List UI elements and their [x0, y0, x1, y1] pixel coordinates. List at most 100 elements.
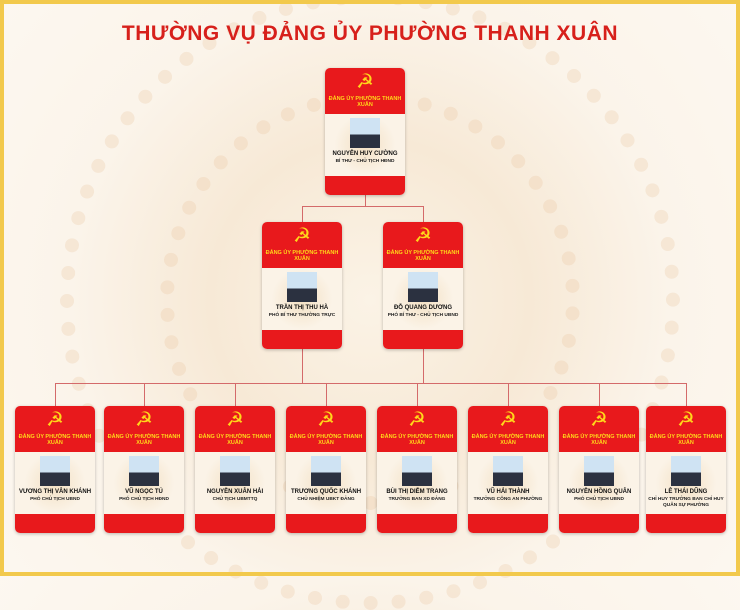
- connector-line: [302, 206, 303, 222]
- card-footer: [195, 514, 275, 533]
- card-footer: [468, 514, 548, 533]
- card-header: ☭ ĐẢNG ỦY PHƯỜNG THANH XUÂN: [195, 406, 275, 452]
- card-body: VƯƠNG THỊ VÂN KHÁNH PHÓ CHỦ TỊCH UBND: [15, 452, 95, 514]
- hammer-sickle-icon: ☭: [135, 409, 153, 431]
- connector-line: [423, 206, 424, 222]
- member-photo: [408, 272, 438, 302]
- hammer-sickle-icon: ☭: [499, 409, 517, 431]
- member-name: NGUYỄN HUY CƯỜNG: [332, 151, 398, 157]
- member-card: ☭ ĐẢNG ỦY PHƯỜNG THANH XUÂN BÙI THỊ DIỄM …: [377, 406, 457, 533]
- card-footer: [104, 514, 184, 533]
- member-role: PHÓ CHỦ TỊCH UBND: [30, 497, 80, 502]
- member-photo: [311, 456, 341, 486]
- member-name: BÙI THỊ DIỄM TRANG: [386, 489, 448, 495]
- member-role: BÍ THƯ - CHỦ TỊCH HĐND: [335, 159, 395, 164]
- member-card: ☭ĐẢNG ỦY PHƯỜNG THANH XUÂN LÊ THÁI DŨNG …: [646, 406, 726, 533]
- connector-line: [686, 383, 687, 406]
- org-label: ĐẢNG ỦY PHƯỜNG THANH XUÂN: [380, 434, 454, 446]
- member-card: ☭ ĐẢNG ỦY PHƯỜNG THANH XUÂN VŨ NGỌC TÚ PH…: [104, 406, 184, 533]
- connector-line: [365, 195, 366, 207]
- org-label: ĐẢNG ỦY PHƯỜNG THANH XUÂN: [18, 434, 92, 446]
- member-photo: [287, 272, 317, 302]
- hammer-sickle-icon: ☭: [317, 409, 335, 431]
- member-photo: [220, 456, 250, 486]
- hammer-sickle-icon: ☭: [293, 225, 311, 247]
- member-role: TRƯỞNG CÔNG AN PHƯỜNG: [473, 497, 543, 502]
- member-role: CHỦ NHIỆM UBKT ĐẢNG: [297, 497, 355, 502]
- org-label: ĐẢNG ỦY PHƯỜNG THANH XUÂN: [107, 434, 181, 446]
- member-photo: [584, 456, 614, 486]
- member-name: VŨ NGỌC TÚ: [125, 489, 163, 495]
- card-footer: [325, 176, 405, 195]
- card-header: ☭ ĐẢNG ỦY PHƯỜNG THANH XUÂN: [286, 406, 366, 452]
- member-photo: [402, 456, 432, 486]
- card-body: NGUYỄN HUY CƯỜNG BÍ THƯ - CHỦ TỊCH HĐND: [325, 114, 405, 176]
- connector-line: [326, 383, 327, 406]
- card-footer: [383, 330, 463, 349]
- member-card: ☭ ĐẢNG ỦY PHƯỜNG THANH XUÂN ĐỖ QUANG DƯƠN…: [383, 222, 463, 349]
- card-body: BÙI THỊ DIỄM TRANG TRƯỞNG BAN XD ĐẢNG: [377, 452, 457, 514]
- member-photo: [493, 456, 523, 486]
- card-body: VŨ HẢI THÀNH TRƯỞNG CÔNG AN PHƯỜNG: [468, 452, 548, 514]
- member-role: TRƯỞNG BAN XD ĐẢNG: [388, 497, 446, 502]
- card-header: ☭ ĐẢNG ỦY PHƯỜNG THANH XUÂN: [377, 406, 457, 452]
- card-header: ☭ ĐẢNG ỦY PHƯỜNG THANH XUÂN: [262, 222, 342, 268]
- member-role: PHÓ CHỦ TỊCH HĐND: [119, 497, 169, 502]
- hammer-sickle-icon: ☭: [356, 71, 374, 93]
- card-body: NGUYỄN XUÂN HẢI CHỦ TỊCH UBMTTQ: [195, 452, 275, 514]
- card-body: TRẦN THỊ THU HÀ PHÓ BÍ THƯ THƯỜNG TRỰC: [262, 268, 342, 330]
- connector-line: [599, 383, 600, 406]
- card-body: LÊ THÁI DŨNG CHỈ HUY TRƯỞNG BAN CHỈ HUY …: [646, 452, 726, 514]
- member-name: NGUYỄN HỒNG QUÂN: [566, 489, 632, 495]
- hammer-sickle-icon: ☭: [226, 409, 244, 431]
- card-body: NGUYỄN HỒNG QUÂN PHÓ CHỦ TỊCH UBND: [559, 452, 639, 514]
- connector-line: [144, 383, 145, 406]
- hammer-sickle-icon: ☭: [46, 409, 64, 431]
- card-header: ☭ ĐẢNG ỦY PHƯỜNG THANH XUÂN: [325, 68, 405, 114]
- org-label: ĐẢNG ỦY PHƯỜNG THANH XUÂN: [471, 434, 545, 446]
- member-role: PHÓ BÍ THƯ THƯỜNG TRỰC: [268, 313, 336, 318]
- card-footer: [559, 514, 639, 533]
- org-label: ĐẢNG ỦY PHƯỜNG THANH XUÂN: [265, 250, 339, 262]
- member-photo: [350, 118, 380, 148]
- card-header: ☭ ĐẢNG ỦY PHƯỜNG THANH XUÂN: [383, 222, 463, 268]
- page-title: THƯỜNG VỤ ĐẢNG ỦY PHƯỜNG THANH XUÂN: [121, 22, 619, 45]
- member-name: VŨ HẢI THÀNH: [486, 489, 530, 495]
- connector-line: [55, 383, 686, 384]
- member-name: TRƯƠNG QUỐC KHÁNH: [290, 489, 362, 495]
- member-name: LÊ THÁI DŨNG: [664, 489, 708, 495]
- member-card: ☭ ĐẢNG ỦY PHƯỜNG THANH XUÂN TRƯƠNG QUỐC K…: [286, 406, 366, 533]
- member-name: VƯƠNG THỊ VÂN KHÁNH: [18, 489, 92, 495]
- member-card: ☭ ĐẢNG ỦY PHƯỜNG THANH XUÂN NGUYỄN HỒNG Q…: [559, 406, 639, 533]
- card-footer: [646, 514, 726, 533]
- connector-line: [417, 383, 418, 406]
- org-label: ĐẢNG ỦY PHƯỜNG THANH XUÂN: [198, 434, 272, 446]
- member-card: ☭ ĐẢNG ỦY PHƯỜNG THANH XUÂN TRẦN THỊ THU …: [262, 222, 342, 349]
- hammer-sickle-icon: ☭: [677, 409, 695, 431]
- org-label: ĐẢNG ỦY PHƯỜNG THANH XUÂN: [562, 434, 636, 446]
- member-name: TRẦN THỊ THU HÀ: [275, 305, 329, 311]
- card-body: TRƯƠNG QUỐC KHÁNH CHỦ NHIỆM UBKT ĐẢNG: [286, 452, 366, 514]
- member-photo: [40, 456, 70, 486]
- card-header: ☭ ĐẢNG ỦY PHƯỜNG THANH XUÂN: [559, 406, 639, 452]
- card-header: ☭ĐẢNG ỦY PHƯỜNG THANH XUÂN: [646, 406, 726, 452]
- member-card: ☭ ĐẢNG ỦY PHƯỜNG THANH XUÂN VŨ HẢI THÀNH …: [468, 406, 548, 533]
- card-body: VŨ NGỌC TÚ PHÓ CHỦ TỊCH HĐND: [104, 452, 184, 514]
- org-label: ĐẢNG ỦY PHƯỜNG THANH XUÂN: [328, 96, 402, 108]
- card-footer: [286, 514, 366, 533]
- org-label: ĐẢNG ỦY PHƯỜNG THANH XUÂN: [289, 434, 363, 446]
- member-photo: [129, 456, 159, 486]
- member-role: CHỈ HUY TRƯỞNG BAN CHỈ HUY QUÂN SỰ PHƯỜN…: [648, 497, 724, 508]
- connector-line: [55, 383, 56, 406]
- hammer-sickle-icon: ☭: [414, 225, 432, 247]
- org-label: ĐẢNG ỦY PHƯỜNG THANH XUÂN: [386, 250, 460, 262]
- connector-line: [423, 348, 424, 383]
- connector-line: [302, 206, 423, 207]
- card-body: ĐỖ QUANG DƯƠNG PHÓ BÍ THƯ - CHỦ TỊCH UBN…: [383, 268, 463, 330]
- connector-line: [508, 383, 509, 406]
- card-header: ☭ ĐẢNG ỦY PHƯỜNG THANH XUÂN: [468, 406, 548, 452]
- hammer-sickle-icon: ☭: [408, 409, 426, 431]
- card-header: ☭ ĐẢNG ỦY PHƯỜNG THANH XUÂN: [15, 406, 95, 452]
- member-card: ☭ ĐẢNG ỦY PHƯỜNG THANH XUÂN NGUYỄN HUY CƯ…: [325, 68, 405, 195]
- hammer-sickle-icon: ☭: [590, 409, 608, 431]
